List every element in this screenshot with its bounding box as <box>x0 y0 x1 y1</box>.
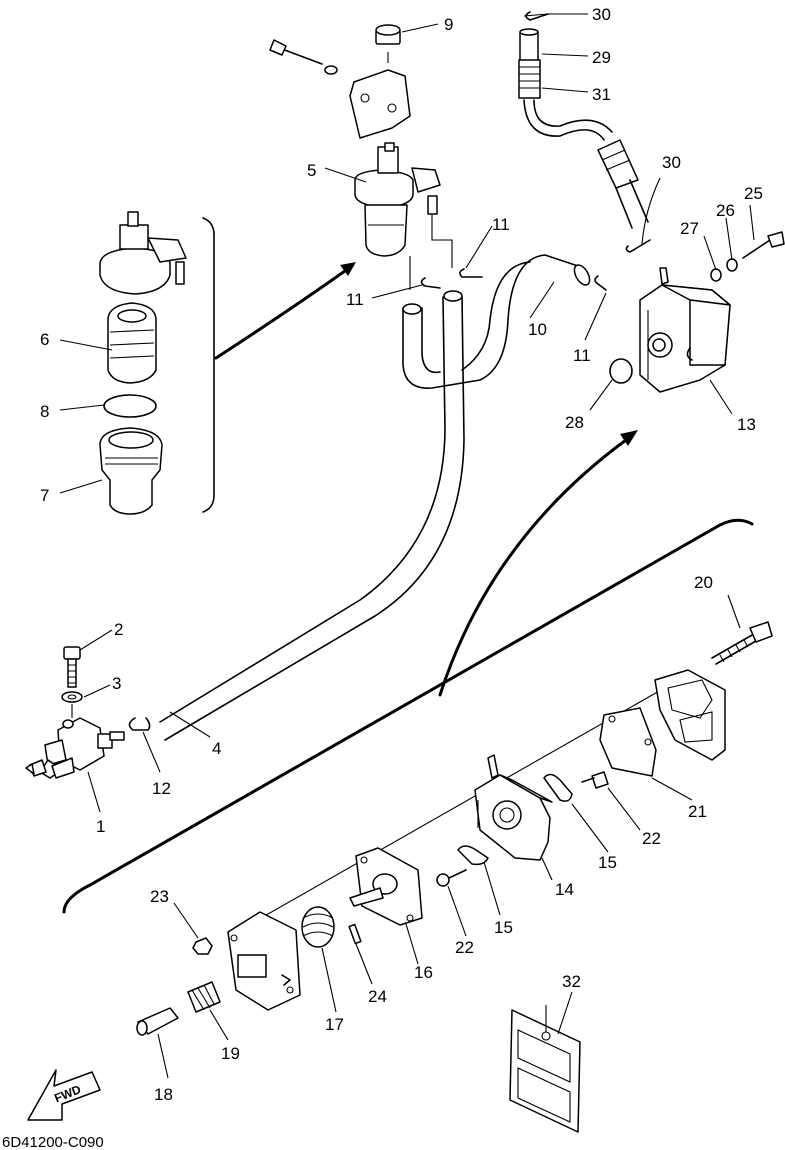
pump-screw-22-lower <box>436 869 467 887</box>
callout-30-right: 30 <box>662 153 681 172</box>
spring-19 <box>187 981 221 1013</box>
pump-cover-21 <box>654 669 726 761</box>
callout-4: 4 <box>212 739 221 758</box>
callout-9: 9 <box>444 15 453 34</box>
callout-12: 12 <box>152 779 171 798</box>
callout-6: 6 <box>40 330 49 349</box>
filter-cup <box>99 427 163 515</box>
callout-20: 20 <box>694 573 713 592</box>
part-callouts: 9 30 29 31 5 30 25 26 27 11 11 10 11 6 8… <box>40 5 763 1104</box>
fuel-pump-assembly-upper <box>639 267 731 393</box>
callout-11-right: 11 <box>573 346 591 365</box>
callout-21: 21 <box>688 802 707 821</box>
callout-30-top: 30 <box>592 5 611 24</box>
fuel-hose-return <box>402 254 591 389</box>
callout-26: 26 <box>716 201 735 220</box>
diaphragm-16 <box>349 847 423 926</box>
pump-arrow <box>438 430 638 697</box>
callout-24: 24 <box>368 987 387 1006</box>
leader-lines <box>59 13 755 1079</box>
hose-clip <box>420 268 607 291</box>
fuel-hose-main <box>159 290 465 741</box>
callout-8: 8 <box>40 402 49 421</box>
callout-13: 13 <box>737 415 756 434</box>
plunger-18 <box>136 1007 179 1036</box>
callout-23: 23 <box>150 887 169 906</box>
label-tag-32 <box>509 1005 581 1133</box>
pin-24 <box>348 923 362 945</box>
callout-14: 14 <box>555 880 574 899</box>
callout-10: 10 <box>528 320 547 339</box>
callout-22-lower: 22 <box>455 938 474 957</box>
callout-2: 2 <box>114 620 123 639</box>
hose-to-filter <box>409 215 453 290</box>
pump-bolt-20 <box>711 621 773 665</box>
callout-16: 16 <box>414 963 433 982</box>
callout-3: 3 <box>112 674 121 693</box>
filter-bracket-bolt <box>269 24 411 139</box>
callout-18: 18 <box>154 1085 173 1104</box>
callout-1: 1 <box>96 817 105 836</box>
o-ring <box>103 394 157 418</box>
callout-7: 7 <box>40 486 49 505</box>
fwd-direction-arrow: FWD <box>27 1069 101 1121</box>
alignment-lines <box>239 685 669 931</box>
spring-17 <box>301 906 335 948</box>
callout-25: 25 <box>744 184 763 203</box>
callout-17: 17 <box>325 1015 344 1034</box>
callout-5: 5 <box>307 161 316 180</box>
pump-valve-15 <box>457 773 573 866</box>
nut-23 <box>192 937 213 955</box>
callout-22-upper: 22 <box>642 829 661 848</box>
callout-27: 27 <box>680 219 699 238</box>
filter-element <box>107 302 157 384</box>
pump-fasteners <box>525 11 785 384</box>
filter-detail-bracket <box>202 217 356 513</box>
callout-32: 32 <box>562 972 581 991</box>
callout-11-upper: 11 <box>492 215 510 234</box>
callout-15-lower: 15 <box>494 918 513 937</box>
callout-31: 31 <box>592 85 611 104</box>
gasket-21 <box>599 707 657 777</box>
pump-body-14 <box>474 754 553 861</box>
pump-screw-22-upper <box>581 771 609 789</box>
pump-base <box>227 911 301 1011</box>
drawing-code: 6D41200-C090 <box>2 1134 104 1150</box>
callout-11-left: 11 <box>346 290 364 309</box>
fuel-connector-assembly <box>25 646 125 779</box>
callout-28: 28 <box>565 413 584 432</box>
callout-19: 19 <box>221 1044 240 1063</box>
fuel-filter-assembly <box>354 142 441 257</box>
hose-clip-12 <box>128 717 151 731</box>
primer-hose <box>518 28 649 229</box>
filter-top-detail <box>99 211 187 295</box>
callout-15-upper: 15 <box>598 853 617 872</box>
callout-29: 29 <box>592 48 611 67</box>
section-divider-line <box>62 518 754 914</box>
